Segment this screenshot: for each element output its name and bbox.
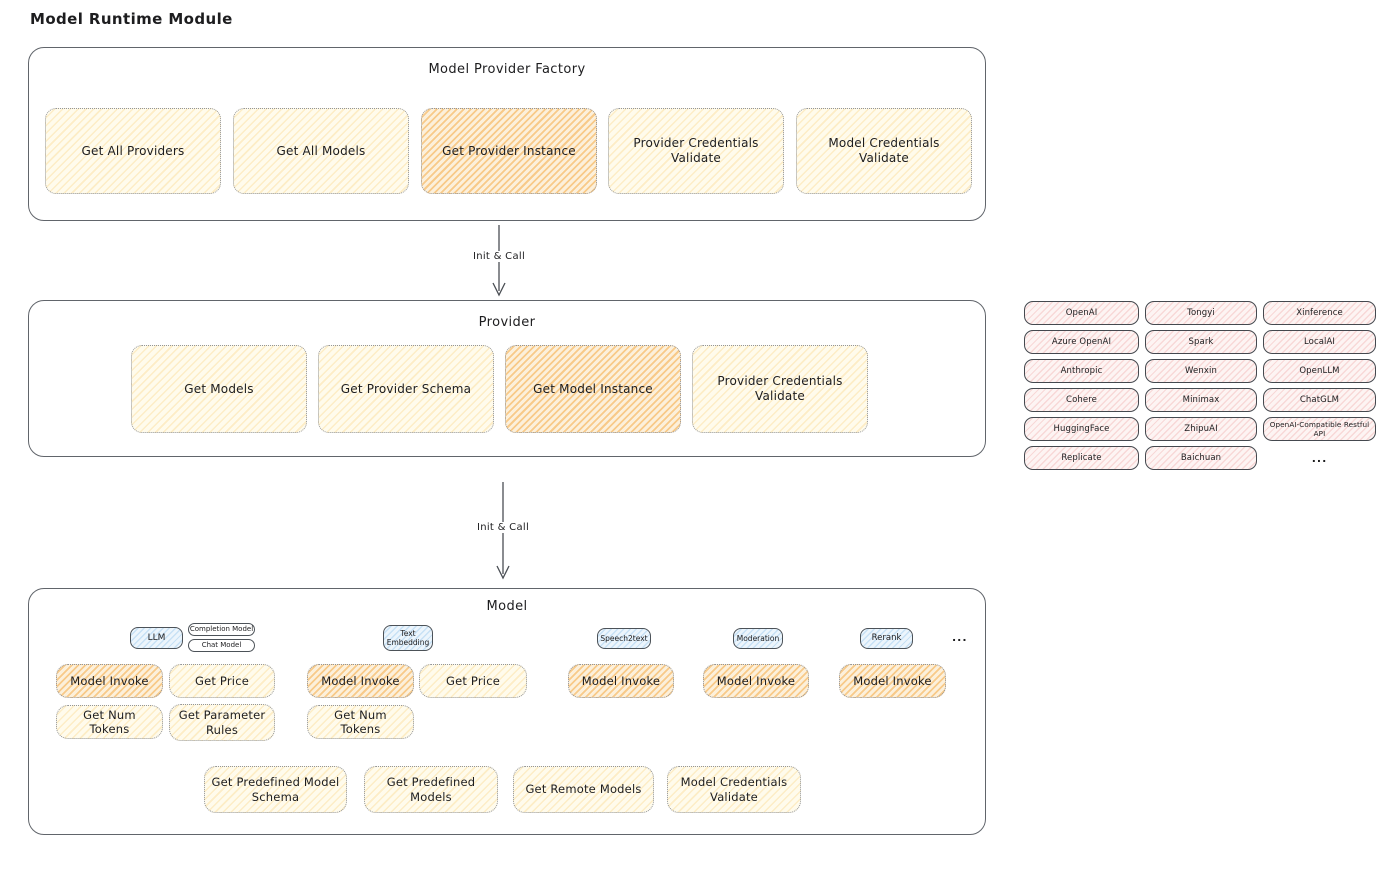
badge-completion-model: Completion Model (188, 623, 255, 636)
providers-grid-ellipsis: ... (1311, 451, 1328, 465)
factory-section-title: Model Provider Factory (428, 62, 586, 77)
badge-chat-model: Chat Model (188, 639, 255, 652)
provider-chip: Baichuan (1145, 446, 1257, 470)
embedding-get-num-tokens: Get Num Tokens (307, 705, 414, 739)
badge-llm: LLM (130, 627, 183, 649)
provider-chip: OpenLLM (1263, 359, 1376, 383)
provider-chip: ChatGLM (1263, 388, 1376, 412)
provider-chip: Spark (1145, 330, 1257, 354)
provider-chip: OpenAI (1024, 301, 1139, 325)
factory-item-provider-credentials-validate: Provider Credentials Validate (608, 108, 784, 194)
badges-ellipsis: ... (952, 631, 968, 644)
get-predefined-model-schema: Get Predefined Model Schema (204, 766, 347, 813)
badge-moderation: Moderation (733, 628, 783, 649)
factory-section: Model Provider Factory Get All Providers… (28, 47, 986, 221)
model-section-title: Model (486, 599, 528, 614)
model-section: Model LLM Completion Model Chat Model Te… (28, 588, 986, 835)
provider-chip: Anthropic (1024, 359, 1139, 383)
factory-item-get-provider-instance: Get Provider Instance (421, 108, 597, 194)
factory-item-model-credentials-validate: Model Credentials Validate (796, 108, 972, 194)
provider-section-title: Provider (478, 315, 536, 330)
factory-item-get-all-providers: Get All Providers (45, 108, 221, 194)
moderation-model-invoke: Model Invoke (703, 664, 809, 698)
providers-grid: OpenAI Tongyi Xinference Azure OpenAI Sp… (1024, 301, 1376, 470)
provider-item-get-model-instance: Get Model Instance (505, 345, 681, 433)
embedding-get-price: Get Price (419, 664, 527, 698)
llm-get-parameter-rules: Get Parameter Rules (169, 704, 275, 741)
provider-chip: Wenxin (1145, 359, 1257, 383)
get-remote-models: Get Remote Models (513, 766, 654, 813)
provider-chip: Xinference (1263, 301, 1376, 325)
provider-chip: Tongyi (1145, 301, 1257, 325)
provider-chip: ZhipuAI (1145, 417, 1257, 441)
provider-chip: LocalAI (1263, 330, 1376, 354)
speech2text-model-invoke: Model Invoke (568, 664, 674, 698)
model-credentials-validate: Model Credentials Validate (667, 766, 801, 813)
provider-chip: Replicate (1024, 446, 1139, 470)
embedding-model-invoke: Model Invoke (307, 664, 414, 698)
badge-speech2text: Speech2text (597, 628, 651, 649)
provider-item-provider-credentials-validate: Provider Credentials Validate (692, 345, 868, 433)
factory-item-get-all-models: Get All Models (233, 108, 409, 194)
provider-section: Provider Get Models Get Provider Schema … (28, 300, 986, 457)
llm-model-invoke: Model Invoke (56, 664, 163, 698)
arrow2-label: Init & Call (472, 522, 534, 533)
badge-text-embedding: Text Embedding (383, 625, 433, 651)
badge-rerank: Rerank (860, 628, 913, 649)
arrow-factory-to-provider-icon (492, 225, 506, 297)
provider-item-get-models: Get Models (131, 345, 307, 433)
provider-chip: Cohere (1024, 388, 1139, 412)
page-title: Model Runtime Module (30, 10, 233, 28)
provider-chip: OpenAI-Compatible Restful API (1263, 417, 1376, 441)
arrow1-label: Init & Call (468, 251, 530, 262)
provider-chip: Minimax (1145, 388, 1257, 412)
provider-chip: Azure OpenAI (1024, 330, 1139, 354)
rerank-model-invoke: Model Invoke (839, 664, 946, 698)
get-predefined-models: Get Predefined Models (364, 766, 498, 813)
provider-chip: HuggingFace (1024, 417, 1139, 441)
provider-item-get-provider-schema: Get Provider Schema (318, 345, 494, 433)
llm-get-price: Get Price (169, 664, 275, 698)
llm-get-num-tokens: Get Num Tokens (56, 705, 163, 739)
